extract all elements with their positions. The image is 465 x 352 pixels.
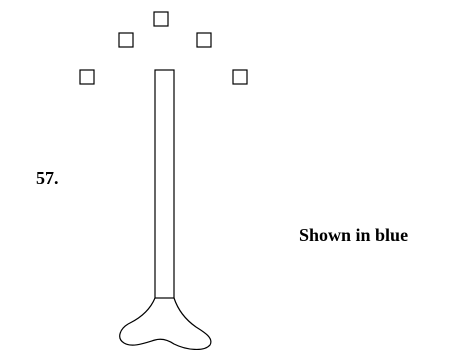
problem-number: 57. (36, 168, 59, 188)
curved-base (119, 297, 212, 350)
caption-text: Shown in blue (299, 225, 409, 245)
square-right (196, 32, 212, 48)
square-far-right (232, 69, 248, 85)
vertical-post (154, 69, 175, 299)
square-top (153, 11, 169, 27)
square-far-left (79, 69, 95, 85)
square-left (118, 32, 134, 48)
